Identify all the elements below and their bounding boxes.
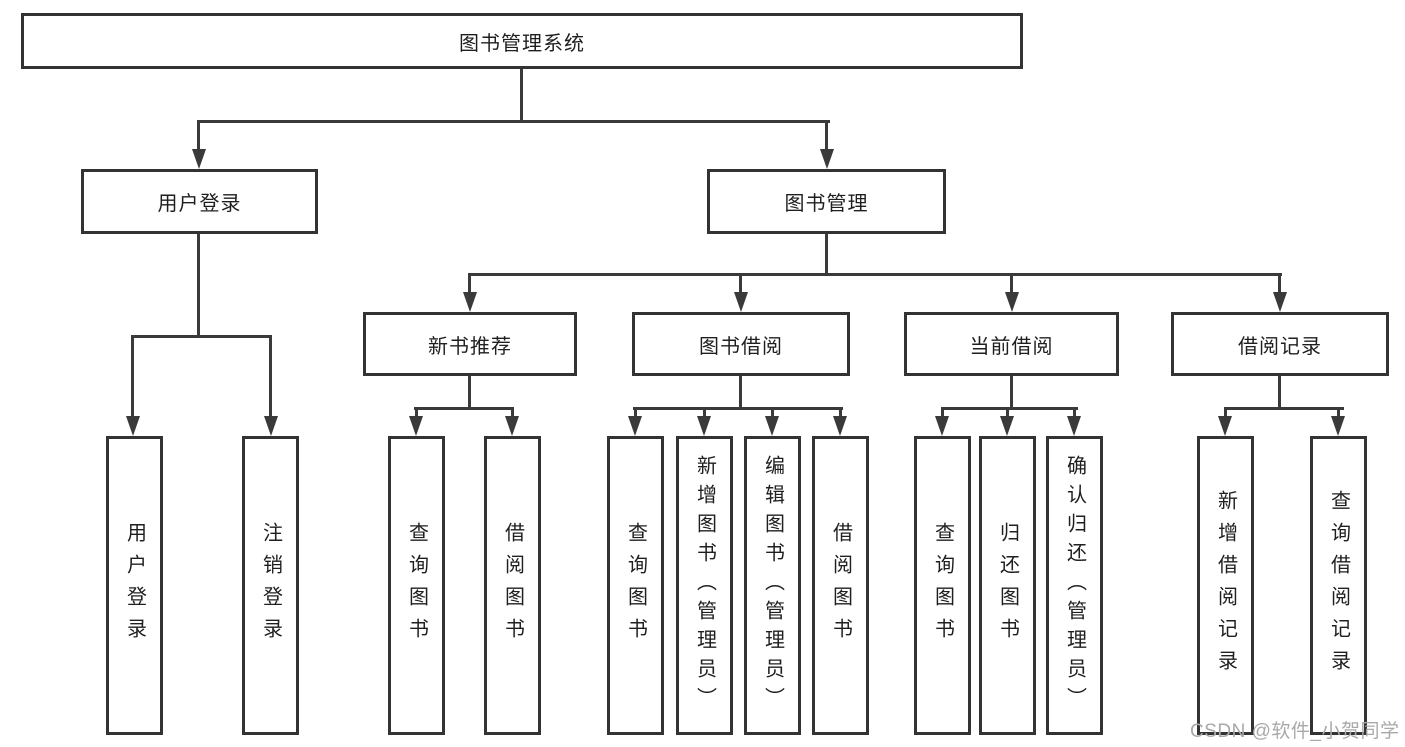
leaf-logout: 注销登录 bbox=[242, 436, 299, 735]
connector-bookmgmt-child-stem bbox=[1010, 273, 1013, 294]
leaf-label: 新增借阅记录 bbox=[1214, 489, 1237, 682]
connector-currentborrow-stem bbox=[1010, 376, 1013, 409]
connector-bookmgmt-hbar bbox=[468, 273, 1282, 276]
connector-root-stem bbox=[520, 69, 523, 120]
leaf-label: 查询图书 bbox=[931, 521, 954, 650]
connector-newbook-child-stem bbox=[511, 407, 514, 419]
connector-bookborrow-child-stem bbox=[634, 407, 637, 419]
leaf-confirm-return-admin: 确认归还（管理员） bbox=[1046, 436, 1103, 735]
leaf-label: 查询图书 bbox=[624, 521, 647, 650]
arrow-down-icon bbox=[833, 416, 847, 436]
arrow-down-icon bbox=[505, 416, 519, 436]
arrow-down-icon bbox=[1005, 292, 1019, 312]
arrow-down-icon bbox=[1331, 416, 1345, 436]
arrow-down-icon bbox=[1067, 416, 1081, 436]
arrow-down-icon bbox=[734, 292, 748, 312]
connector-currentborrow-child-stem bbox=[1073, 407, 1076, 419]
leaf-borrow-books-rec: 借阅图书 bbox=[484, 436, 541, 735]
node-new-book-recommend: 新书推荐 bbox=[363, 312, 577, 376]
connector-newbook-stem bbox=[468, 376, 471, 409]
connector-records-stem bbox=[1278, 376, 1281, 409]
arrow-down-icon bbox=[935, 416, 949, 436]
arrow-down-icon bbox=[409, 416, 423, 436]
connector-userlogin-child-stem bbox=[269, 335, 272, 418]
connector-userlogin-stem bbox=[197, 234, 200, 335]
connector-records-child-stem bbox=[1224, 407, 1227, 419]
connector-bookborrow-child-stem bbox=[703, 407, 706, 419]
node-book-borrow: 图书借阅 bbox=[632, 312, 850, 376]
node-user-login: 用户登录 bbox=[81, 169, 318, 234]
arrow-down-icon bbox=[765, 416, 779, 436]
leaf-label: 注销登录 bbox=[259, 521, 282, 650]
node-current-borrow: 当前借阅 bbox=[904, 312, 1119, 376]
node-book-management: 图书管理 bbox=[707, 169, 946, 234]
node-root-library-system: 图书管理系统 bbox=[21, 13, 1023, 69]
connector-currentborrow-hbar bbox=[941, 407, 1078, 410]
connector-records-hbar bbox=[1224, 407, 1344, 410]
leaf-return-books: 归还图书 bbox=[979, 436, 1036, 735]
leaf-query-books-current: 查询图书 bbox=[914, 436, 971, 735]
connector-bookmgmt-child-stem bbox=[739, 273, 742, 294]
connector-newbook-hbar bbox=[414, 407, 514, 410]
connector-records-child-stem bbox=[1337, 407, 1340, 419]
connector-root-hbar bbox=[198, 120, 830, 123]
arrow-down-icon bbox=[628, 416, 642, 436]
leaf-label: 用户登录 bbox=[123, 521, 146, 650]
connector-bookmgmt-stem bbox=[825, 234, 828, 273]
connector-bookmgmt-child-stem bbox=[1278, 273, 1281, 294]
leaf-label: 确认归还（管理员） bbox=[1063, 455, 1086, 716]
leaf-label: 借阅图书 bbox=[829, 521, 852, 650]
leaf-borrow-books: 借阅图书 bbox=[812, 436, 869, 735]
connector-root-left-stem bbox=[197, 120, 200, 150]
arrow-down-icon bbox=[697, 416, 711, 436]
arrow-down-icon bbox=[264, 416, 278, 436]
arrow-down-icon bbox=[1218, 416, 1232, 436]
leaf-label: 编辑图书（管理员） bbox=[761, 455, 784, 716]
connector-userlogin-child-stem bbox=[131, 335, 134, 418]
connector-currentborrow-child-stem bbox=[941, 407, 944, 419]
leaf-label: 新增图书（管理员） bbox=[693, 455, 716, 716]
leaf-query-books-rec: 查询图书 bbox=[388, 436, 445, 735]
leaf-query-books-borrow: 查询图书 bbox=[607, 436, 664, 735]
leaf-add-borrow-record: 新增借阅记录 bbox=[1197, 436, 1254, 735]
arrow-down-icon bbox=[192, 149, 206, 169]
connector-currentborrow-child-stem bbox=[1006, 407, 1009, 419]
leaf-label: 查询图书 bbox=[405, 521, 428, 650]
connector-bookborrow-child-stem bbox=[839, 407, 842, 419]
connector-root-right-stem bbox=[825, 120, 828, 150]
leaf-add-books-admin: 新增图书（管理员） bbox=[676, 436, 733, 735]
leaf-label: 借阅图书 bbox=[501, 521, 524, 650]
connector-bookmgmt-child-stem bbox=[468, 273, 471, 294]
leaf-query-borrow-record: 查询借阅记录 bbox=[1310, 436, 1367, 735]
leaf-label: 查询借阅记录 bbox=[1327, 489, 1350, 682]
arrow-down-icon bbox=[1000, 416, 1014, 436]
connector-bookborrow-stem bbox=[739, 376, 742, 409]
leaf-label: 归还图书 bbox=[996, 521, 1019, 650]
arrow-down-icon bbox=[820, 149, 834, 169]
leaf-edit-books-admin: 编辑图书（管理员） bbox=[744, 436, 801, 735]
connector-userlogin-hbar bbox=[131, 335, 272, 338]
csdn-watermark: CSDN @软件_小贺同学 bbox=[1190, 721, 1400, 742]
connector-newbook-child-stem bbox=[415, 407, 418, 419]
leaf-user-login: 用户登录 bbox=[106, 436, 163, 735]
connector-bookborrow-child-stem bbox=[771, 407, 774, 419]
arrow-down-icon bbox=[126, 416, 140, 436]
arrow-down-icon bbox=[1273, 292, 1287, 312]
connector-bookborrow-hbar bbox=[633, 407, 843, 410]
arrow-down-icon bbox=[463, 292, 477, 312]
node-borrow-records: 借阅记录 bbox=[1171, 312, 1389, 376]
